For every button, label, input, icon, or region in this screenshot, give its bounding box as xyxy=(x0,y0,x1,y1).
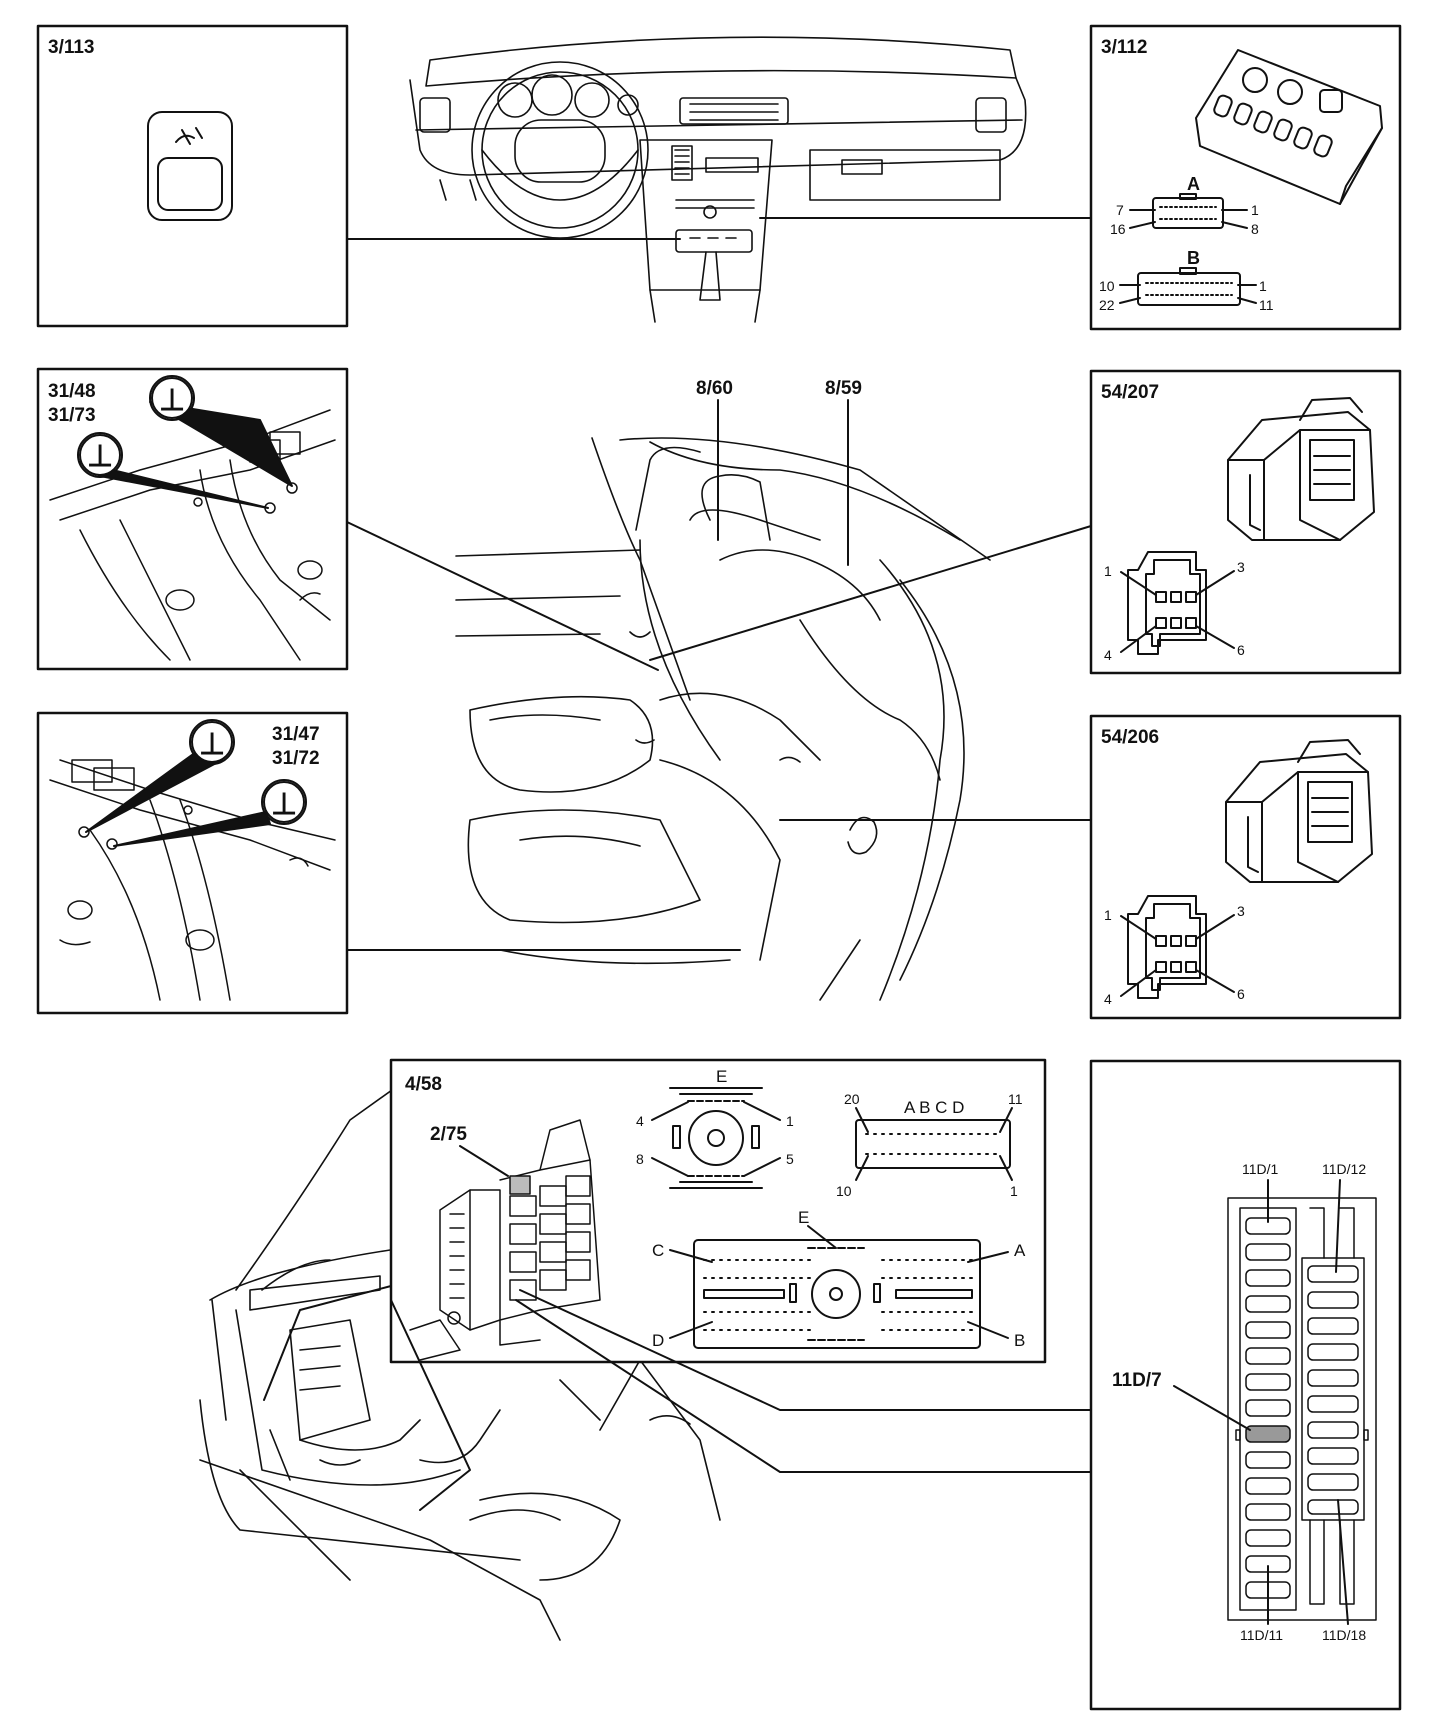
relay-2-75-label: 2/75 xyxy=(430,1124,467,1145)
panel-54-206: 54/206 1 3 4 6 xyxy=(1089,714,1402,1020)
pin-6: 6 xyxy=(1237,642,1245,658)
connector-a-pin-7: 7 xyxy=(1116,202,1124,218)
panel-54-207: 54/207 1 3 4 6 xyxy=(1089,369,1402,675)
connector-a-pin-8: 8 xyxy=(1251,221,1259,237)
seat-right-label: 8/59 xyxy=(825,378,862,399)
floor-sheetmetal-drawing-2 xyxy=(49,759,336,1001)
leader-lines xyxy=(263,217,1092,1511)
connector-e-pin-1: 1 xyxy=(786,1113,794,1129)
panel-31-47-id1: 31/47 xyxy=(272,724,320,745)
connector-20pin-10: 10 xyxy=(836,1183,852,1199)
seat-left-label: 8/60 xyxy=(696,378,733,399)
panel-4-58: 4/58 2/75 E xyxy=(389,1058,1047,1364)
connector-a-pin-1: 1 xyxy=(1251,202,1259,218)
fusebox-drawing xyxy=(1227,1197,1377,1621)
connector-a xyxy=(1129,193,1248,229)
pin-3-b: 3 xyxy=(1237,903,1245,919)
connector-b-pin-11: 11 xyxy=(1259,297,1274,313)
pin-1: 1 xyxy=(1104,563,1112,579)
fuse-11d-12-label: 11D/12 xyxy=(1322,1161,1366,1177)
ground-symbol-2: ⊥ xyxy=(87,440,113,473)
connector-20pin xyxy=(855,1107,1013,1181)
panel-31-47: 31/47 31/72 ⊥ ⊥ xyxy=(36,711,349,1015)
connector-abcd-header: A B C D xyxy=(904,1098,964,1117)
connector-b-pin-22: 22 xyxy=(1099,297,1115,313)
connector-b-pin-10: 10 xyxy=(1099,278,1115,294)
connector-housing-icon xyxy=(1227,397,1375,541)
fuse-11d-1-label: 11D/1 xyxy=(1242,1161,1279,1177)
ground-symbol-1: ⊥ xyxy=(159,384,185,417)
panel-31-47-id2: 31/72 xyxy=(272,748,320,769)
connector-b-pin-1: 1 xyxy=(1259,278,1267,294)
main-connector-a: A xyxy=(1014,1241,1026,1260)
pin-face-54-206 xyxy=(1120,895,1235,999)
fuse-11d-7-label: 11D/7 xyxy=(1112,1370,1162,1391)
rear-seat-drawing xyxy=(455,437,991,1001)
connector-e-pin-5: 5 xyxy=(786,1151,794,1167)
connector-a-pin-16: 16 xyxy=(1110,221,1126,237)
connector-a-letter: A xyxy=(1187,174,1200,194)
connector-housing-icon-2 xyxy=(1225,739,1373,883)
seat-heater-switch-icon xyxy=(147,111,233,221)
main-connector-c: C xyxy=(652,1241,664,1260)
panel-fusebox: 11D/1 11D/12 11D/11 11D/18 11D/7 xyxy=(1089,1059,1402,1711)
fuse-11d-11-label: 11D/11 xyxy=(1240,1627,1283,1643)
pin-face-54-207 xyxy=(1120,551,1235,655)
panel-3-113: 3/113 xyxy=(36,24,349,328)
connector-20pin-1: 1 xyxy=(1010,1183,1018,1199)
connector-b xyxy=(1119,267,1257,306)
connector-b-letter: B xyxy=(1187,248,1200,268)
pin-6-b: 6 xyxy=(1237,986,1245,1002)
connector-e xyxy=(651,1087,781,1189)
connector-20pin-20: 20 xyxy=(844,1091,860,1107)
panel-3-112: 3/112 A 7 1 16 8 B xyxy=(1089,24,1402,331)
fuse-11d-18-label: 11D/18 xyxy=(1322,1627,1366,1643)
dashboard-drawing xyxy=(409,36,1027,323)
relay-box-drawing xyxy=(409,1119,601,1361)
ground-point-icon-2 xyxy=(85,719,307,847)
connector-20pin-11: 11 xyxy=(1008,1091,1023,1107)
panel-4-58-id: 4/58 xyxy=(405,1074,442,1095)
connector-e-pin-4: 4 xyxy=(636,1113,644,1129)
panel-3-112-id: 3/112 xyxy=(1101,37,1148,58)
panel-54-207-id: 54/207 xyxy=(1101,382,1159,403)
main-connector-b: B xyxy=(1014,1331,1025,1350)
connector-e-pin-8: 8 xyxy=(636,1151,644,1167)
pin-4-b: 4 xyxy=(1104,991,1112,1007)
pin-3: 3 xyxy=(1237,559,1245,575)
panel-54-206-id: 54/206 xyxy=(1101,727,1159,748)
panel-31-48-id2: 31/73 xyxy=(48,405,96,426)
panel-3-113-id: 3/113 xyxy=(48,37,95,58)
panel-31-48-id1: 31/48 xyxy=(48,381,96,402)
ground-point-icon xyxy=(77,375,293,509)
main-connector xyxy=(669,1225,1009,1349)
ground-symbol-3: ⊥ xyxy=(199,728,225,761)
ground-symbol-4: ⊥ xyxy=(271,788,297,821)
pin-4: 4 xyxy=(1104,647,1112,663)
pin-1-b: 1 xyxy=(1104,907,1112,923)
climate-control-unit-icon xyxy=(1195,49,1383,205)
panel-31-48: 31/48 31/73 ⊥ ⊥ xyxy=(36,367,349,671)
connector-e-letter: E xyxy=(716,1067,727,1086)
main-connector-e: E xyxy=(798,1208,809,1227)
main-connector-d: D xyxy=(652,1331,664,1350)
trunk-drawing xyxy=(199,1069,721,1641)
